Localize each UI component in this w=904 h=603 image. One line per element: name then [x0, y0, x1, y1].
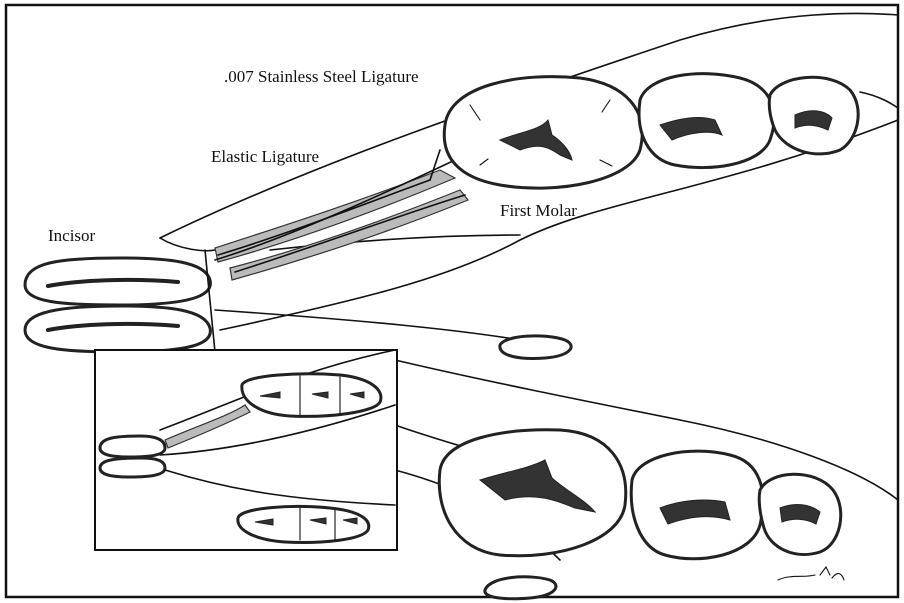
label-first-molar: First Molar: [500, 201, 577, 220]
upper-molars: [444, 74, 858, 188]
label-incisor: Incisor: [48, 226, 96, 245]
ligatures: [215, 150, 468, 280]
lower-molars: [439, 430, 841, 559]
label-elastic-ligature: Elastic Ligature: [211, 147, 319, 166]
label-stainless-steel-ligature: .007 Stainless Steel Ligature: [224, 67, 419, 86]
artist-signature: [778, 567, 844, 580]
incisor-teeth: [25, 238, 215, 352]
inset-view: [95, 350, 397, 550]
